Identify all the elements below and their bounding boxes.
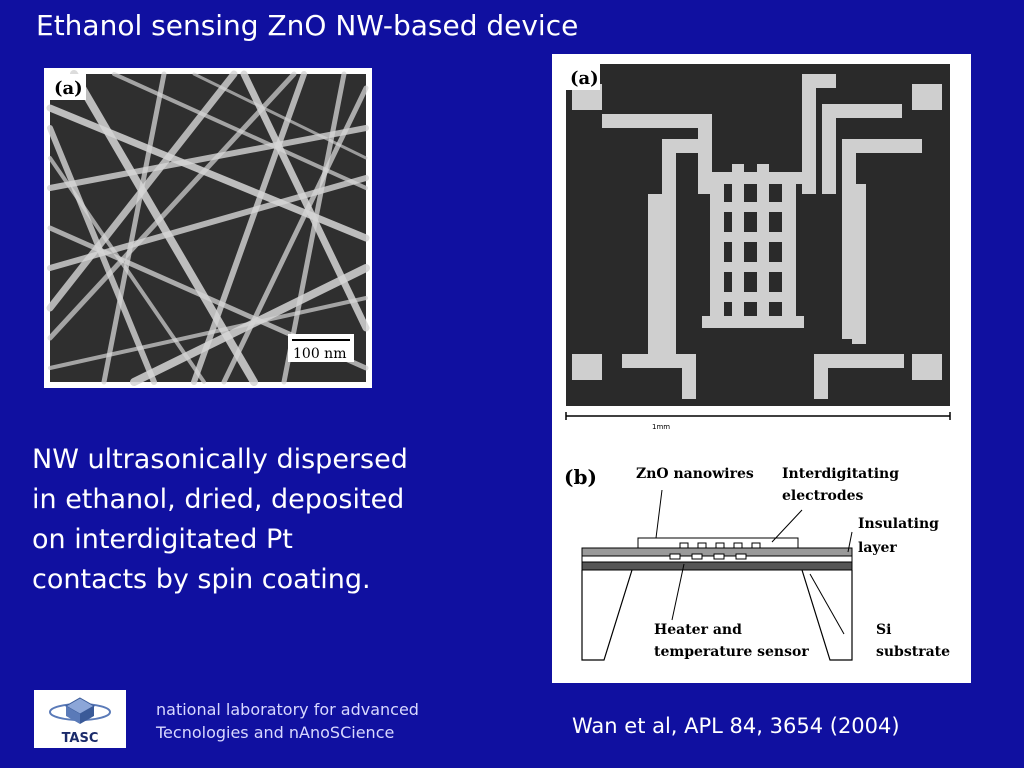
svg-text:electrodes: electrodes — [782, 488, 864, 504]
device-panel-b-label: (b) — [564, 465, 597, 489]
svg-text:temperature sensor: temperature sensor — [654, 644, 809, 660]
svg-text:Insulating: Insulating — [858, 516, 939, 532]
description-text: NW ultrasonically dispersed in ethanol, … — [32, 440, 502, 600]
tasc-logo-icon: TASC — [49, 697, 111, 746]
sem-scale-box — [288, 334, 354, 362]
sem-nanowire-image: (a) 100 nm — [44, 68, 372, 388]
leader-lines — [655, 489, 853, 635]
description-line: contacts by spin coating. — [32, 564, 371, 595]
device-a-label-box — [566, 64, 600, 90]
electrode-blocks — [669, 542, 761, 560]
tasc-logo: TASC — [34, 690, 126, 748]
sem-panel-label: (a) — [54, 78, 83, 99]
svg-text:Interdigitating: Interdigitating — [782, 466, 899, 482]
sem-micrograph: (a) 100 nm — [46, 70, 370, 386]
logo-text: TASC — [62, 731, 99, 746]
svg-text:layer: layer — [858, 540, 897, 556]
citation: Wan et al, APL 84, 3654 (2004) — [572, 714, 900, 738]
lab-name-line: national laboratory for advanced — [156, 700, 419, 719]
lab-name: national laboratory for advanced Tecnolo… — [156, 698, 419, 744]
device-panel-a-label: (a) — [570, 68, 599, 89]
svg-text:substrate: substrate — [876, 644, 950, 660]
device-scale-bar: 1mm — [652, 423, 670, 431]
description-line: on interdigitated Pt — [32, 524, 293, 555]
svg-text:Heater and: Heater and — [654, 622, 742, 638]
lab-name-line: Tecnologies and nAnoSCience — [156, 723, 395, 742]
device-figure-drawing: (a) 1mm (b) — [564, 64, 951, 661]
description-line: in ethanol, dried, deposited — [32, 484, 405, 515]
sem-scale-bar: 100 nm — [293, 346, 346, 362]
device-figure: (a) 1mm (b) — [552, 54, 971, 683]
device-electrode-traces — [572, 74, 942, 399]
si-substrate — [581, 569, 853, 661]
svg-text:ZnO nanowires: ZnO nanowires — [636, 466, 754, 482]
description-line: NW ultrasonically dispersed — [32, 444, 408, 475]
slide-title: Ethanol sensing ZnO NW-based device — [36, 9, 579, 42]
cross-section-diagram — [581, 489, 853, 661]
svg-text:Si: Si — [876, 622, 891, 638]
cross-section-labels: ZnO nanowires Interdigitating electrodes… — [636, 466, 950, 660]
sem-label-box — [50, 74, 86, 100]
